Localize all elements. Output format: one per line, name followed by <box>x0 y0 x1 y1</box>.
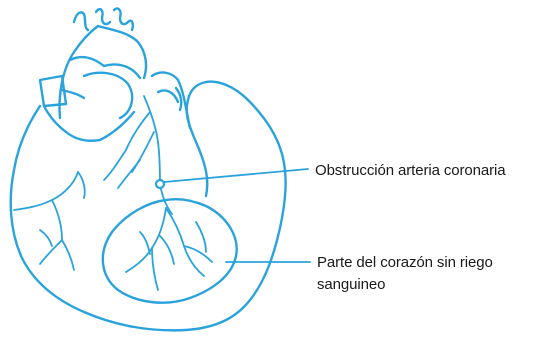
pulmonary-artery <box>40 76 84 106</box>
right-vessel <box>152 73 190 128</box>
label-no-blood-flow-line2: sanguineo <box>317 274 493 296</box>
label-obstruction: Obstrucción arteria coronaria <box>315 160 506 182</box>
coronary-artery <box>104 96 172 214</box>
label-no-blood-flow: Parte del corazón sin riego sanguineo <box>317 252 493 296</box>
ischemic-region <box>103 199 237 302</box>
label-no-blood-flow-line1: Parte del corazón sin riego <box>317 252 493 274</box>
obstruction-marker <box>156 180 164 188</box>
left-vessels <box>14 172 85 270</box>
aorta <box>60 8 146 118</box>
